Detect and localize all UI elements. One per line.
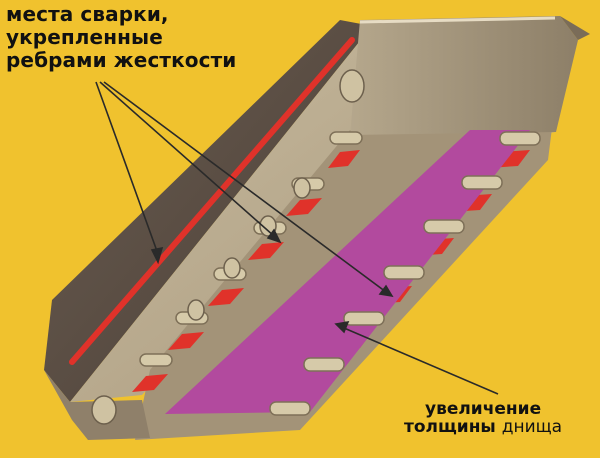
suspension-housing — [269, 401, 311, 416]
pointer-arrowhead — [334, 320, 350, 334]
weld-seam-segment — [286, 198, 322, 216]
suspension-housing — [383, 265, 425, 280]
weld-seam-segment — [208, 288, 244, 306]
thickened-bottom-label: увеличение толщины днища — [404, 399, 563, 437]
thickened-bottom-band — [165, 130, 530, 414]
weld-seam-segment — [132, 374, 168, 392]
side-bosses — [91, 69, 365, 425]
side-boss — [223, 257, 241, 279]
suspension-housing — [499, 131, 541, 146]
front-block-edge — [359, 16, 556, 24]
suspension-housing — [303, 357, 345, 372]
pointer-line — [343, 327, 499, 395]
side-boss — [187, 299, 205, 321]
pointer-arrowhead — [378, 284, 394, 298]
weld-seams-label: места сварки, укрепленные ребрами жестко… — [6, 4, 236, 73]
bottom-label-bold-word: толщины — [404, 416, 496, 437]
weld-seam-segment — [328, 150, 360, 168]
bottom-pointer-line — [334, 320, 499, 395]
side-boss — [339, 69, 365, 103]
pointer-line — [99, 81, 275, 237]
weld-pointer-lines — [95, 81, 394, 298]
weld-label-line-1: места сварки, — [6, 2, 169, 26]
weld-seam-segment — [168, 332, 204, 350]
weld-label-line-3: ребрами жесткости — [6, 48, 237, 72]
suspension-housing — [461, 175, 503, 190]
pointer-line — [95, 81, 159, 255]
pointer-line — [103, 81, 387, 293]
pointer-arrowhead — [150, 246, 164, 265]
pointer-arrowhead — [266, 228, 282, 244]
side-boss — [259, 215, 277, 237]
suspension-housing — [423, 219, 465, 234]
front-block-lip — [560, 16, 590, 40]
suspension-housing — [343, 311, 385, 326]
bottom-label-line-2: толщины днища — [404, 416, 563, 437]
weld-label-line-2: укрепленные — [6, 25, 163, 49]
suspension-housing — [139, 353, 173, 367]
suspension-housing — [329, 131, 363, 145]
side-boss — [91, 395, 117, 425]
weld-seam-segment — [248, 242, 284, 260]
bottom-label-line-1: увеличение — [424, 399, 542, 419]
hull-front-block — [350, 16, 578, 135]
side-boss — [293, 177, 311, 199]
bottom-label-regular-word: днища — [501, 416, 563, 437]
weld-seam-side — [69, 37, 355, 365]
